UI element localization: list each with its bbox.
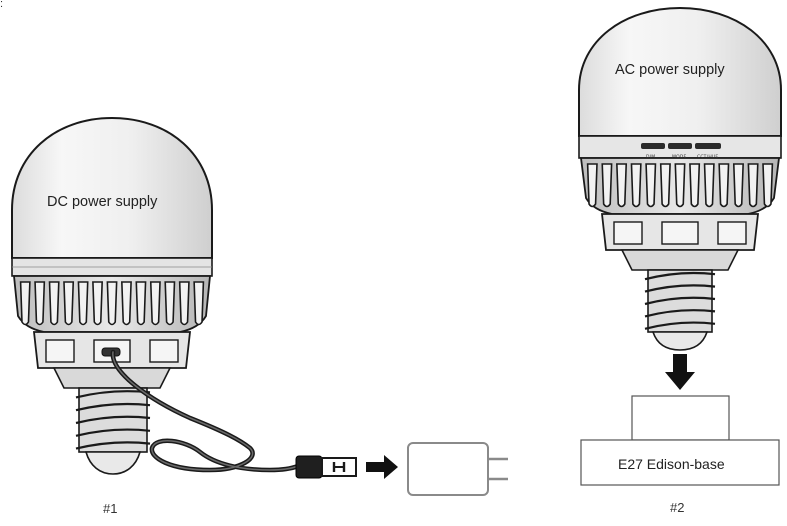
corner-mark: : bbox=[0, 0, 4, 10]
dc-bulb-screw-base bbox=[75, 387, 151, 453]
dc-bulb-neck bbox=[52, 367, 172, 389]
heatsink-fin bbox=[616, 163, 628, 208]
heatsink-fin bbox=[601, 163, 613, 208]
dim-button-label: DIM bbox=[646, 155, 656, 160]
heatsink-fin bbox=[178, 281, 190, 326]
heatsink-fin bbox=[106, 281, 118, 326]
screw-thread bbox=[75, 415, 151, 425]
heatsink-fin bbox=[92, 281, 103, 326]
heatsink-fin bbox=[149, 281, 161, 326]
ac-bulb-dome bbox=[578, 6, 782, 137]
screw-thread bbox=[75, 428, 151, 437]
heatsink-fin bbox=[674, 163, 686, 208]
screw-thread bbox=[644, 284, 716, 293]
figure-number-2: #2 bbox=[670, 500, 685, 515]
screw-thread bbox=[75, 402, 151, 412]
heatsink-fin bbox=[703, 163, 715, 208]
heatsink-fin bbox=[19, 281, 31, 326]
dc-bulb-tip bbox=[84, 451, 142, 475]
heatsink-fin bbox=[63, 281, 75, 326]
ac-bulb-tip bbox=[651, 331, 709, 351]
ac-bulb-label: AC power supply bbox=[615, 62, 725, 78]
screw-thread bbox=[644, 296, 716, 306]
heatsink-fin bbox=[762, 163, 774, 208]
dim-button bbox=[641, 143, 665, 149]
heatsink-fin bbox=[732, 163, 744, 208]
mode-button-label: MODE bbox=[672, 155, 687, 160]
heatsink-fin bbox=[659, 163, 671, 208]
heatsink-fin bbox=[34, 281, 46, 326]
dc-bulb bbox=[11, 116, 213, 475]
heatsink-fin bbox=[121, 281, 132, 326]
edison-base-label: E27 Edison-base bbox=[618, 456, 725, 472]
ac-bulb-fins bbox=[586, 163, 774, 208]
dc-bulb-dome bbox=[11, 116, 213, 259]
power-adapter bbox=[407, 442, 508, 496]
screw-thread bbox=[644, 321, 716, 330]
ac-bulb-screw-base bbox=[644, 269, 716, 333]
heatsink-fin bbox=[193, 281, 205, 326]
heatsink-fin bbox=[645, 163, 657, 208]
heatsink-fin bbox=[135, 281, 147, 326]
arrow-right-icon bbox=[366, 455, 398, 479]
heatsink-fin bbox=[586, 163, 598, 208]
screw-thread bbox=[644, 271, 716, 281]
ac-bulb-neck bbox=[620, 249, 740, 271]
ac-bulb bbox=[578, 6, 782, 351]
arrow-down-icon bbox=[665, 354, 695, 390]
dc-bulb-fins bbox=[19, 281, 205, 326]
figure-number-1: #1 bbox=[103, 501, 118, 516]
mode-button bbox=[668, 143, 692, 149]
heatsink-fin bbox=[630, 163, 642, 208]
heatsink-fin bbox=[48, 281, 60, 326]
edison-base-socket bbox=[580, 395, 780, 486]
heatsink-fin bbox=[77, 281, 89, 326]
dc-bulb-label: DC power supply bbox=[47, 194, 158, 210]
cct-hue-button bbox=[695, 143, 721, 149]
heatsink-fin bbox=[164, 281, 176, 326]
screw-thread bbox=[75, 441, 151, 450]
screw-thread bbox=[644, 309, 716, 318]
heatsink-fin bbox=[747, 163, 759, 208]
heatsink-fin bbox=[718, 163, 730, 208]
usb-plug bbox=[295, 455, 357, 479]
heatsink-fin bbox=[689, 163, 701, 208]
cct-hue-button-label: CCT/HUE bbox=[697, 155, 719, 160]
